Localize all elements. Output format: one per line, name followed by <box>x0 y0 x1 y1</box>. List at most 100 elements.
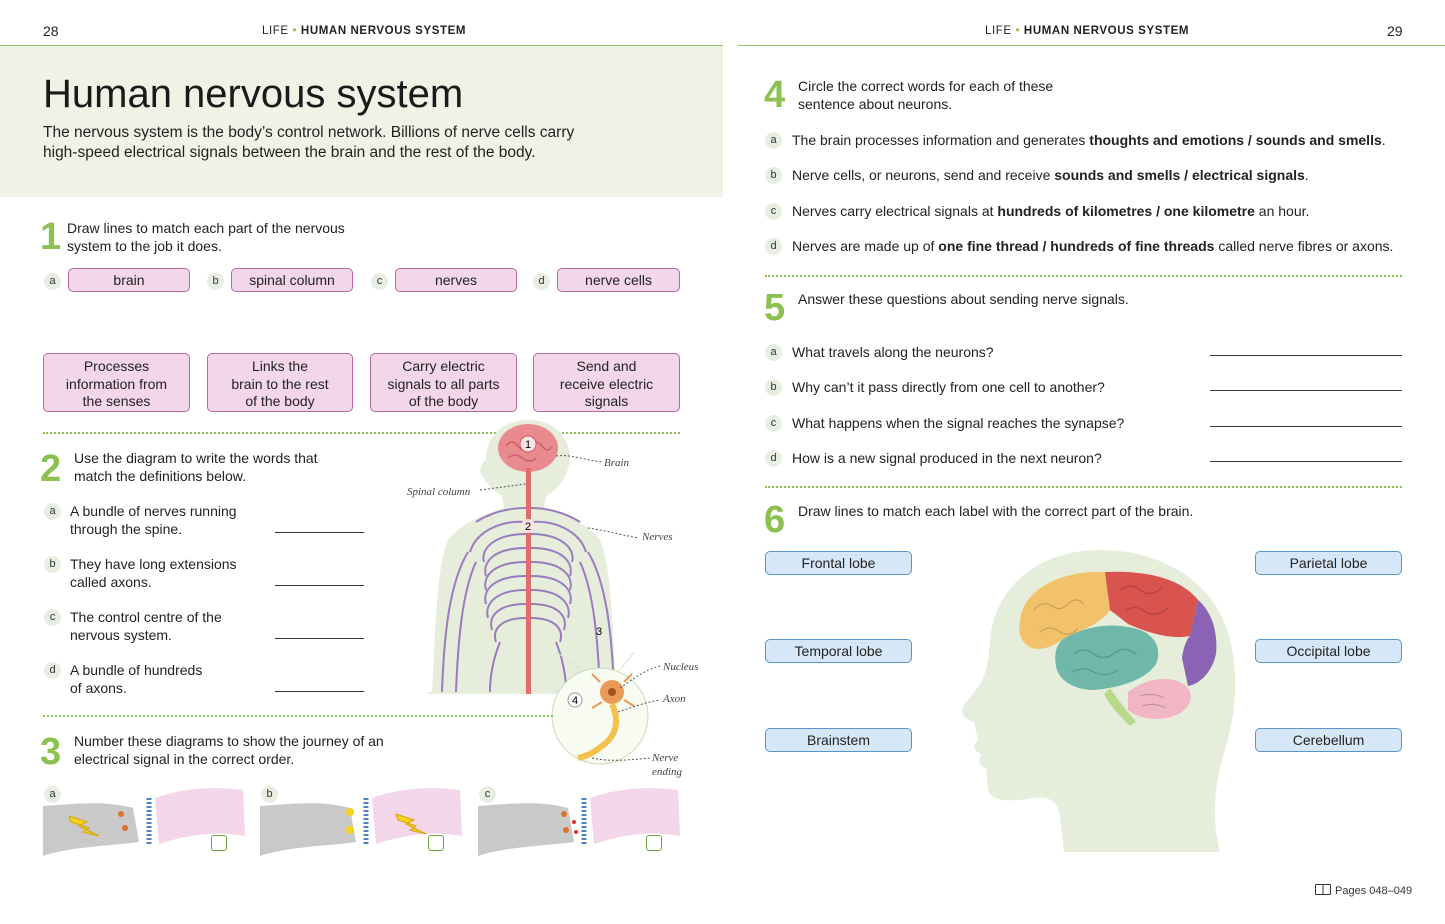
question-number-3: 3 <box>40 731 62 773</box>
q4-letter-b: b <box>765 167 782 184</box>
right-page-number: 29 <box>1387 23 1403 39</box>
section-divider <box>43 432 680 434</box>
running-title: HUMAN NERVOUS SYSTEM <box>1023 25 1190 37</box>
parietal-lobe <box>1105 571 1198 638</box>
q5-letter-b: b <box>765 379 782 396</box>
q6-label-frontal-lobe[interactable]: Frontal lobe <box>765 551 912 575</box>
label-axon: Axon <box>663 693 686 705</box>
q1-part-brain[interactable]: brain <box>68 268 190 292</box>
q5-answer-line-c[interactable] <box>1210 426 1402 427</box>
right-running-header: LIFE • HUMAN NERVOUS SYSTEM <box>985 25 1190 37</box>
diagram-marker-4: 4 <box>572 695 578 707</box>
diagram-marker-3: 3 <box>596 626 602 638</box>
q5-item-b: Why can’t it pass directly from one cell… <box>792 379 1105 395</box>
question-number-2: 2 <box>40 448 62 490</box>
q1-letter-c: c <box>371 273 388 290</box>
brain-head-diagram <box>962 550 1236 852</box>
body-silhouette <box>428 420 620 694</box>
q6-label-occipital-lobe[interactable]: Occipital lobe <box>1255 639 1402 663</box>
q1-letter-a: a <box>44 273 61 290</box>
q4-letter-d: d <box>765 238 782 255</box>
intro-panel <box>0 46 723 197</box>
q3-letter-c: c <box>479 786 496 803</box>
page-reference: Pages 048–049 <box>1315 884 1412 897</box>
label-nerves: Nerves <box>642 531 673 543</box>
q5-answer-line-a[interactable] <box>1210 355 1402 356</box>
q5-answer-line-d[interactable] <box>1210 461 1402 462</box>
q6-label-temporal-lobe[interactable]: Temporal lobe <box>765 639 912 663</box>
neuron-cell <box>577 673 635 761</box>
spinal-cord <box>526 468 531 694</box>
q1-part-nerve-cells[interactable]: nerve cells <box>557 268 680 292</box>
q4-item-a: The brain processes information and gene… <box>792 132 1386 148</box>
q4-choice-b[interactable]: sounds and smells / electrical signals <box>1054 167 1305 183</box>
q3-letter-b: b <box>261 786 278 803</box>
q1-part-nerves[interactable]: nerves <box>395 268 517 292</box>
q6-label-brainstem[interactable]: Brainstem <box>765 728 912 752</box>
label-brain: Brain <box>604 457 630 469</box>
q2-letter-a: a <box>44 503 61 520</box>
section-divider <box>765 275 1402 277</box>
q5-letter-a: a <box>765 344 782 361</box>
q2-letter-d: d <box>44 662 61 679</box>
cerebellum <box>1128 678 1191 719</box>
nervous-system-diagram: 1 2 3 4 <box>428 420 661 765</box>
header-rule-right <box>738 45 1445 46</box>
q2-instruction: Use the diagram to write the words that … <box>74 450 318 484</box>
q3-letter-a: a <box>44 786 61 803</box>
q2-answer-line-a[interactable] <box>275 532 364 533</box>
question-number-6: 6 <box>764 499 786 541</box>
q3-instruction: Number these diagrams to show the journe… <box>74 733 384 767</box>
question-number-4: 4 <box>764 74 786 116</box>
q1-instruction: Draw lines to match each part of the ner… <box>67 220 345 254</box>
occipital-lobe <box>1182 600 1217 686</box>
q2-answer-line-b[interactable] <box>275 585 364 586</box>
book-icon <box>1315 884 1331 895</box>
q4-instruction: Circle the correct words for each of the… <box>798 78 1054 112</box>
q2-letter-c: c <box>44 609 61 626</box>
q4-letter-c: c <box>765 203 782 220</box>
q6-label-parietal-lobe[interactable]: Parietal lobe <box>1255 551 1402 575</box>
q4-choice-a[interactable]: thoughts and emotions / sounds and smell… <box>1089 132 1382 148</box>
q3-checkbox-b[interactable] <box>428 835 444 851</box>
q4-choice-d[interactable]: one fine thread / hundreds of fine threa… <box>938 238 1215 254</box>
diagram-marker-1: 1 <box>525 439 531 451</box>
diagram-marker-2: 2 <box>525 521 531 533</box>
q2-letter-b: b <box>44 556 61 573</box>
section-divider <box>765 486 1402 488</box>
q5-item-a: What travels along the neurons? <box>792 344 994 360</box>
q3-checkbox-a[interactable] <box>211 835 227 851</box>
q5-item-c: What happens when the signal reaches the… <box>792 415 1125 431</box>
synapse-diagram-c <box>478 788 680 856</box>
q6-instruction: Draw lines to match each label with the … <box>798 503 1194 519</box>
q5-item-d: How is a new signal produced in the next… <box>792 450 1102 466</box>
temporal-lobe <box>1055 625 1159 690</box>
synapse-diagram-a <box>43 788 245 856</box>
label-spinal-column: Spinal column <box>407 486 471 498</box>
q5-letter-d: d <box>765 450 782 467</box>
q5-answer-line-b[interactable] <box>1210 390 1402 391</box>
header-rule-left <box>0 45 723 46</box>
brainstem <box>1104 688 1136 726</box>
running-section: LIFE <box>985 25 1012 37</box>
q2-answer-line-c[interactable] <box>275 638 364 639</box>
frontal-lobe <box>1019 571 1110 649</box>
question-number-5: 5 <box>764 287 786 329</box>
q4-letter-a: a <box>765 132 782 149</box>
q4-choice-c[interactable]: hundreds of kilometres / one kilometre <box>997 203 1255 219</box>
nerves-network <box>441 507 615 693</box>
q6-label-cerebellum[interactable]: Cerebellum <box>1255 728 1402 752</box>
q1-part-spinal-column[interactable]: spinal column <box>231 268 353 292</box>
q2-answer-line-d[interactable] <box>275 691 364 692</box>
q1-letter-d: d <box>533 273 550 290</box>
left-running-header: LIFE • HUMAN NERVOUS SYSTEM <box>262 25 467 37</box>
label-nucleus: Nucleus <box>663 661 699 673</box>
q3-checkbox-c[interactable] <box>646 835 662 851</box>
